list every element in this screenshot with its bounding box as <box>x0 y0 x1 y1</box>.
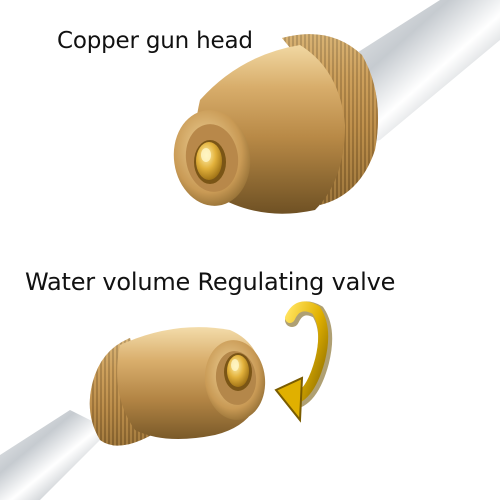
upper-nozzle-tip <box>194 140 226 184</box>
rotate-arrow-icon <box>274 301 333 423</box>
copper-gun-head <box>173 34 379 214</box>
regulating-valve <box>89 327 266 446</box>
lower-nozzle-tip <box>224 353 252 391</box>
lower-steel-rod <box>0 410 110 500</box>
caption-copper-gun-head: Copper gun head <box>57 28 253 54</box>
caption-regulating-valve: Water volume Regulating valve <box>25 268 396 296</box>
